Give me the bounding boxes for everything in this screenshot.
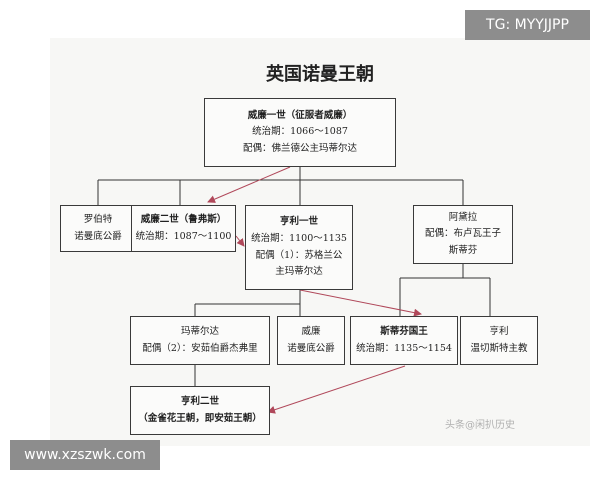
node-matilda: 玛蒂尔达 配偶（2）：安茹伯爵杰弗里: [130, 316, 270, 365]
tg-watermark: TG: MYYJJPP: [465, 10, 590, 40]
node-name: 威廉: [301, 325, 321, 337]
diagram-title: 英国诺曼王朝: [266, 64, 374, 85]
node-spouse: 配偶：佛兰德公主玛蒂尔达: [242, 142, 357, 154]
node-name: 玛蒂尔达: [180, 325, 219, 337]
node-name: 亨利: [489, 325, 509, 337]
node-name: 亨利一世: [279, 216, 318, 228]
node-adela: 阿黛拉 配偶：布卢瓦王子 斯蒂芬: [413, 205, 513, 264]
node-name: 斯蒂芬国王: [380, 325, 428, 337]
node-william: 威廉 诺曼底公爵: [277, 316, 345, 365]
node-name: 罗伯特: [83, 213, 113, 225]
node-william-ii: 威廉二世（鲁弗斯） 统治期：1087～1100: [131, 205, 236, 252]
node-spouse: 配偶（1）：苏格兰公: [255, 249, 343, 261]
node-reign: 统治期：1066～1087: [252, 126, 348, 138]
node-robert: 罗伯特 诺曼底公爵: [60, 205, 136, 252]
node-name: 威廉二世（鲁弗斯）: [140, 213, 227, 225]
source-watermark: 头条@闲扒历史: [445, 420, 515, 431]
node-reign: 统治期：1135～1154: [356, 342, 452, 354]
node-henry-winchester: 亨利 温切斯特主教: [460, 316, 538, 365]
site-watermark: www.xzszwk.com: [10, 440, 160, 470]
node-reign: 统治期：1100～1135: [251, 232, 347, 244]
node-dynasty: （金雀花王朝，即安茹王朝）: [138, 412, 262, 424]
node-spouse: 配偶：布卢瓦王子: [424, 228, 501, 240]
node-henry-i: 亨利一世 统治期：1100～1135 配偶（1）：苏格兰公 主玛蒂尔达: [245, 205, 353, 290]
node-king-stephen: 斯蒂芬国王 统治期：1135～1154: [350, 316, 458, 365]
node-spouse-cont: 斯蒂芬: [448, 244, 478, 256]
node-name: 威廉一世（征服者威廉）: [247, 109, 353, 121]
node-name: 亨利二世: [180, 395, 219, 407]
node-william-i: 威廉一世（征服者威廉） 统治期：1066～1087 配偶：佛兰德公主玛蒂尔达: [204, 98, 396, 167]
node-title: 温切斯特主教: [470, 342, 528, 354]
node-title: 诺曼底公爵: [74, 230, 122, 242]
node-henry-ii: 亨利二世 （金雀花王朝，即安茹王朝）: [130, 386, 270, 435]
node-title: 诺曼底公爵: [287, 342, 335, 354]
node-name: 阿黛拉: [448, 211, 478, 223]
node-reign: 统治期：1087～1100: [135, 230, 232, 242]
node-spouse-cont: 主玛蒂尔达: [275, 266, 323, 278]
node-spouse: 配偶（2）：安茹伯爵杰弗里: [142, 342, 258, 354]
